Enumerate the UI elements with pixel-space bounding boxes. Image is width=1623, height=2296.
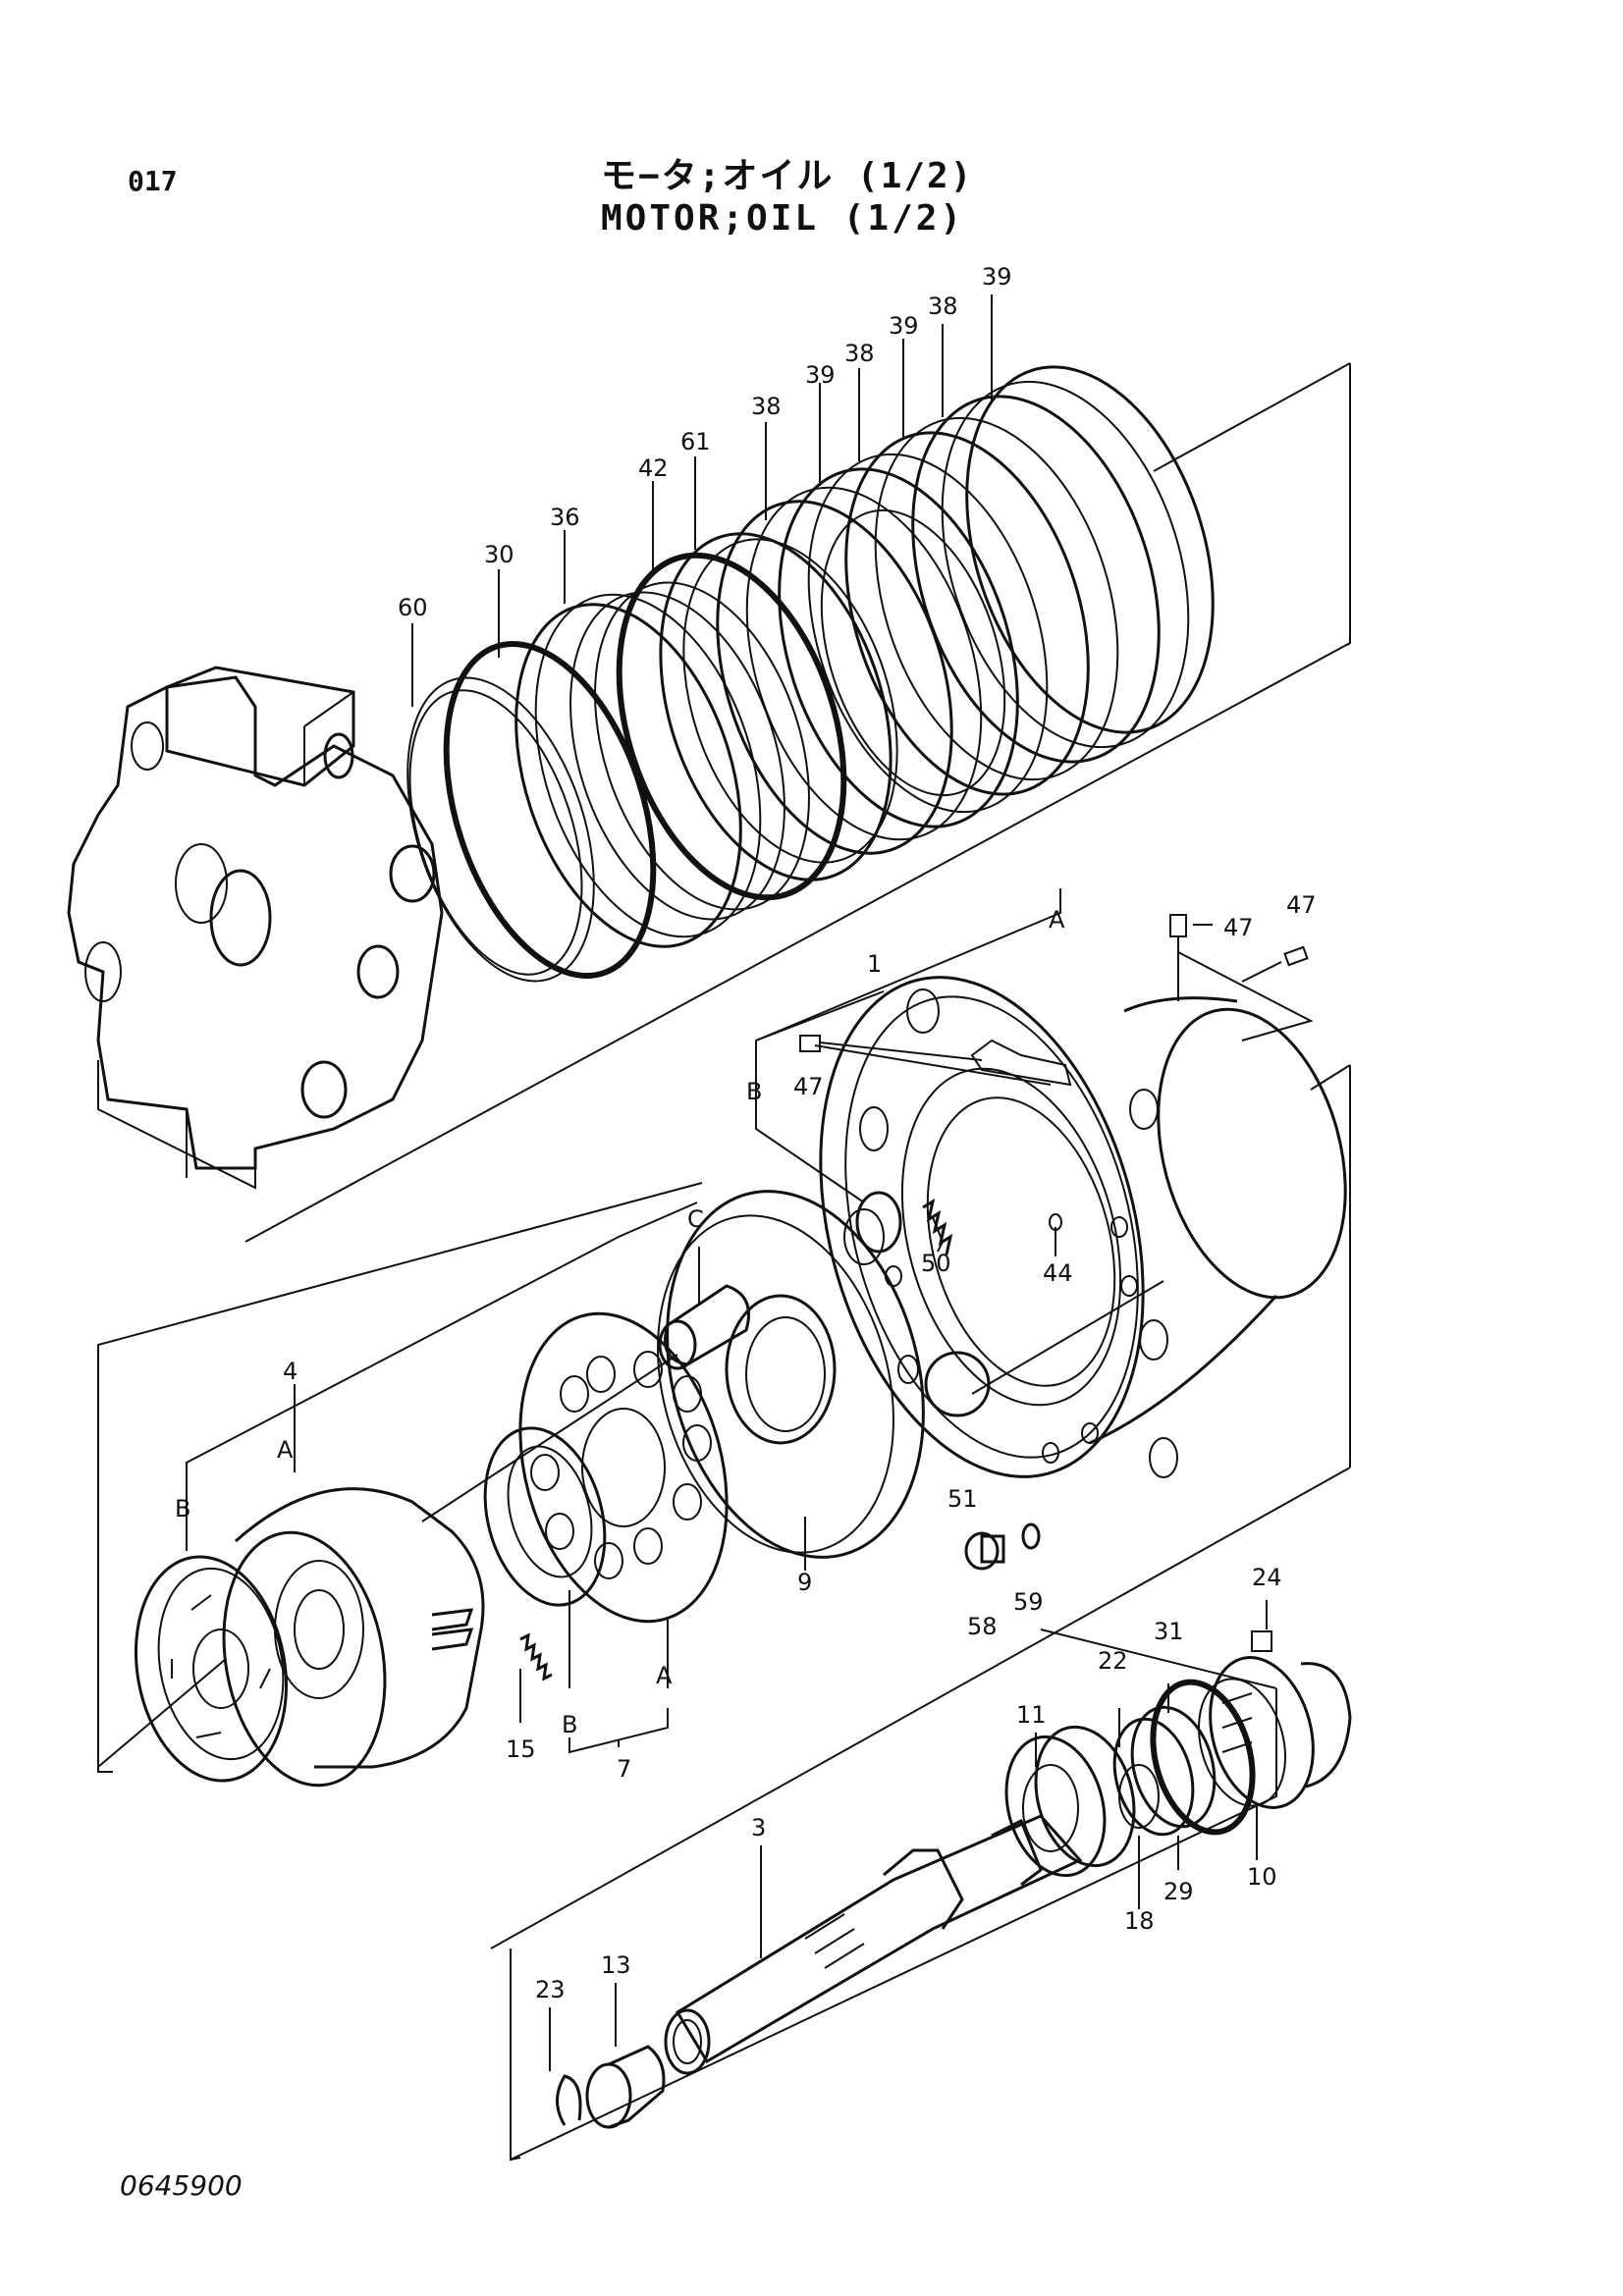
upper-assembly-frame: [244, 362, 1351, 1243]
title-japanese: モ−タ;オイル (1/2): [601, 156, 974, 196]
part-61-ring: [659, 532, 898, 881]
part-59-oring: [1021, 1522, 1041, 1550]
page-number: 017: [128, 165, 178, 197]
part-valve-plate: [97, 1555, 289, 1783]
part-36-piston: [514, 581, 810, 948]
callout-1: 1: [867, 950, 882, 978]
callout-4: 4: [283, 1358, 298, 1385]
part-retainer-plate: [518, 1311, 729, 1688]
part-50-spring: [843, 1191, 1062, 1265]
callout-59: 59: [1013, 1588, 1044, 1616]
part-11-bearing: [1004, 1725, 1136, 1878]
callout-a-2: A: [277, 1436, 294, 1464]
callout-11: 11: [1016, 1701, 1047, 1729]
callout-44: 44: [1043, 1259, 1073, 1287]
callout-15: 15: [506, 1735, 536, 1763]
callout-7: 7: [617, 1755, 631, 1783]
part-22-29-31-seals: [1112, 1679, 1256, 1909]
callout-38b: 38: [844, 340, 875, 367]
callout-51: 51: [947, 1485, 978, 1513]
callout-22: 22: [1098, 1647, 1128, 1675]
part-b-bushing: [483, 1426, 607, 1688]
callout-29: 29: [1163, 1878, 1194, 1905]
middle-leader-lines: [186, 1201, 698, 1551]
part-47-plugs: [799, 914, 1314, 1087]
part-24-snapring: [1251, 1600, 1352, 1789]
callout-61: 61: [680, 428, 711, 455]
callout-b-2: B: [175, 1495, 190, 1522]
lower-assembly-frame: [510, 1629, 1277, 2162]
callout-31: 31: [1154, 1618, 1184, 1645]
callout-18: 18: [1124, 1907, 1155, 1935]
part-15-spring: [519, 1632, 553, 1723]
part-9-swash: [657, 1190, 925, 1571]
callout-b-3: B: [562, 1711, 577, 1738]
callout-60: 60: [398, 594, 428, 621]
callout-50: 50: [921, 1250, 951, 1277]
part-13-bushing: [585, 1983, 666, 2129]
callout-10: 10: [1247, 1863, 1277, 1891]
part-c-pin: [658, 1247, 750, 1370]
part-30-oring: [443, 640, 657, 980]
upper-leader-lines: [411, 294, 993, 707]
callout-58: 58: [967, 1613, 998, 1640]
callout-47b: 47: [1286, 891, 1317, 919]
part-58-plug: [964, 1531, 1005, 1571]
callout-a-3: A: [656, 1662, 673, 1689]
callout-38a: 38: [928, 293, 958, 320]
callout-47a: 47: [1223, 914, 1254, 941]
callout-30: 30: [484, 541, 514, 568]
callout-47c: 47: [793, 1073, 824, 1100]
callout-9: 9: [797, 1569, 812, 1596]
b-leader-set: [568, 1708, 669, 1754]
valve-housing: [67, 666, 444, 1190]
callout-39a: 39: [982, 263, 1012, 291]
callout-24: 24: [1252, 1564, 1282, 1591]
part-3-shaft: [664, 1814, 1083, 2075]
part-51-ball: [924, 1280, 1164, 1417]
callout-23: 23: [535, 1976, 566, 2003]
b-leader-top: [755, 990, 885, 1203]
part-38-39-plate-stack: [716, 365, 1215, 855]
part-60-ring: [406, 676, 595, 983]
callout-3: 3: [751, 1814, 766, 1842]
callout-labels: 39 38 39 38 39 38 61 42 36 30 60 1 A 47 …: [175, 263, 1317, 2003]
callout-b-1: B: [746, 1078, 762, 1105]
callout-39c: 39: [805, 361, 836, 389]
part-10-housing: [1197, 1656, 1315, 1860]
document-number: 0645900: [120, 2169, 243, 2202]
callout-c: C: [687, 1205, 704, 1233]
callout-a-1: A: [1049, 906, 1065, 934]
callout-39b: 39: [889, 312, 919, 340]
part-23-snapring: [549, 2007, 582, 2126]
callout-38c: 38: [751, 393, 782, 420]
callout-13: 13: [601, 1951, 631, 1979]
title-english: MOTOR;OIL (1/2): [601, 198, 965, 239]
part-4-cylinder-block: [222, 1384, 485, 1788]
part-1-motor-case: [819, 976, 1347, 1478]
callout-36: 36: [550, 504, 580, 531]
part-42-oring: [616, 552, 847, 901]
callout-42: 42: [638, 454, 669, 482]
